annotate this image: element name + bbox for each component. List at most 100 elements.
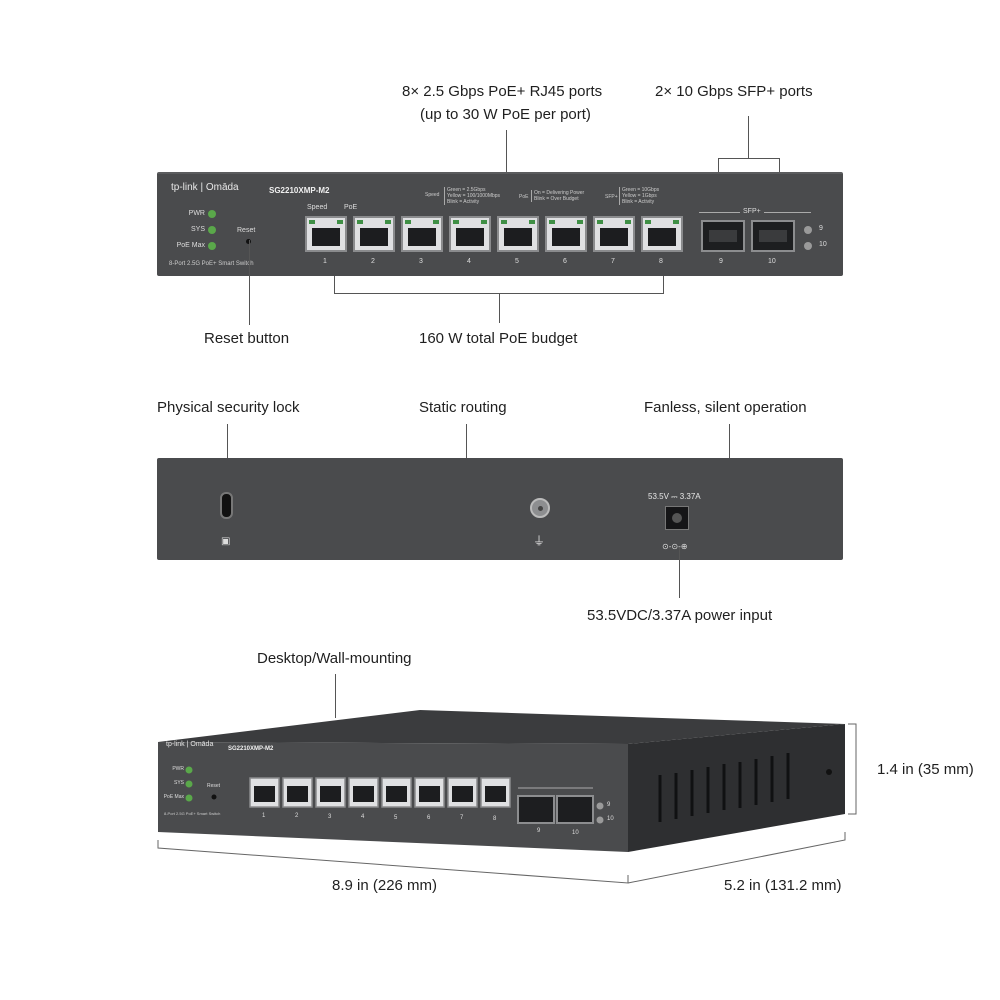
rj45-pointer-line xyxy=(506,130,507,172)
sfp-bracket-top xyxy=(718,158,780,159)
rj45-port-row xyxy=(305,216,691,254)
budget-bracket-right xyxy=(663,276,664,294)
rj45-port-number: 5 xyxy=(515,258,519,265)
poe-max-3d-label: PoE Max xyxy=(163,794,184,800)
fanless-pointer-line xyxy=(729,424,730,458)
rj45-3d-port-number: 1 xyxy=(262,813,266,819)
pwr-3d-label: PWR xyxy=(172,766,184,772)
legend-sfp-line-2: Yellow = 1Gbps xyxy=(622,193,657,199)
sfp-number-10: 10 xyxy=(768,258,776,265)
power-jack[interactable] xyxy=(665,506,689,530)
legend-speed-tag: Speed xyxy=(425,192,440,198)
rj45-port-5[interactable] xyxy=(497,216,539,252)
sfp-led-label-9: 9 xyxy=(819,225,823,232)
rj45-port-number: 3 xyxy=(419,258,423,265)
rj45-port-4[interactable] xyxy=(449,216,491,252)
height-label: 1.4 in (35 mm) xyxy=(877,761,974,778)
legend-speed-line-1: Green = 2.5Gbps xyxy=(447,187,486,193)
legend-speed: Green = 2.5Gbps Yellow = 100/1000Mbps Bl… xyxy=(444,187,500,205)
depth-dimension xyxy=(627,832,846,884)
sfp-led-10 xyxy=(804,242,812,250)
sfp-port-10[interactable] xyxy=(751,220,795,252)
sfp-3d-led-9 xyxy=(596,802,604,810)
rj45-3d-jack xyxy=(320,786,341,802)
legend-poe: On = Delivering Power Blink = Over Budge… xyxy=(531,190,584,202)
legend-sfp-tag: SFP+ xyxy=(605,194,618,200)
ground-icon: ⏚ xyxy=(533,534,546,548)
led-label-pwr: PWR xyxy=(188,210,205,217)
routing-pointer-line xyxy=(466,424,467,458)
switch-side-face xyxy=(628,724,845,852)
width-label: 8.9 in (226 mm) xyxy=(332,877,438,894)
rj45-3d-port-number: 8 xyxy=(493,815,497,822)
rj45-port-3[interactable] xyxy=(401,216,443,252)
led-label-poe-max: PoE Max xyxy=(176,242,205,249)
rj45-port-7[interactable] xyxy=(593,216,635,252)
sfp-port-9[interactable] xyxy=(701,220,745,252)
legend-sfp: Green = 10Gbps Yellow = 1Gbps Blink = Ac… xyxy=(619,187,659,205)
mounting-pointer-line xyxy=(335,674,336,718)
lock-icon: ▣ xyxy=(221,536,231,547)
security-lock-slot[interactable] xyxy=(220,492,233,519)
sfp-led-9 xyxy=(804,226,812,234)
power-input-label: 53.5VDC/3.37A power input xyxy=(587,607,773,624)
sfp-number-9: 9 xyxy=(719,258,723,265)
sys-led xyxy=(208,226,216,234)
model-label: SG2210XMP-M2 xyxy=(269,186,330,195)
brand-logo-3d: tp-link | Omāda xyxy=(166,741,214,748)
rj45-3d-jack xyxy=(287,786,308,802)
mounting-label: Desktop/Wall-mounting xyxy=(257,650,412,667)
power-pointer-line xyxy=(679,548,680,598)
sfp-3d-number-9: 9 xyxy=(537,828,541,834)
sys-3d-label: SYS xyxy=(173,780,184,786)
pwr-3d-led xyxy=(185,766,193,774)
rj45-port-1[interactable] xyxy=(305,216,347,252)
fanless-label: Fanless, silent operation xyxy=(644,399,807,416)
dimension-lines xyxy=(157,723,857,884)
rj45-3d-port-number: 7 xyxy=(460,815,464,822)
rj45-port-number: 4 xyxy=(467,258,471,265)
rj45-3d-port-number: 4 xyxy=(361,814,365,821)
legend-sfp-line-3: Blink = Activity xyxy=(622,199,655,205)
poe-max-led xyxy=(208,242,216,250)
sfp-3d-led-label-9: 9 xyxy=(607,802,611,808)
budget-bracket-left xyxy=(334,276,335,294)
rj45-3d-jack xyxy=(353,786,374,802)
switch-subtitle: 8-Port 2.5G PoE+ Smart Switch xyxy=(169,261,254,267)
poe-budget-label: 160 W total PoE budget xyxy=(419,330,578,347)
speed-label: Speed xyxy=(307,204,328,211)
sfp-3d-port-10 xyxy=(556,795,594,824)
rj45-port-6[interactable] xyxy=(545,216,587,252)
rj45-port-2[interactable] xyxy=(353,216,395,252)
ports-3d-group xyxy=(249,777,511,808)
budget-pointer-line xyxy=(499,293,500,323)
brand-logo: tp-link | Omāda xyxy=(171,182,239,193)
switch-front-panel: tp-link | Omāda SG2210XMP-M2 PWR SYS PoE… xyxy=(157,172,843,276)
rj45-3d-jack xyxy=(485,786,506,802)
rj45-port-number: 6 xyxy=(563,258,567,265)
sfp-heading: SFP+ xyxy=(740,208,764,215)
depth-label: 5.2 in (131.2 mm) xyxy=(724,877,842,894)
sfp-3d-led-label-10: 10 xyxy=(607,816,614,822)
rj45-ports-label: 8× 2.5 Gbps PoE+ RJ45 ports xyxy=(402,83,603,100)
sfp-3d-port-9 xyxy=(517,795,555,824)
rj45-3d-jack xyxy=(452,786,473,802)
legend-poe-tag: PoE xyxy=(519,194,529,200)
switch-top-face xyxy=(158,710,845,744)
led-label-sys: SYS xyxy=(190,226,205,233)
legend-poe-line-2: Blink = Over Budget xyxy=(534,196,579,202)
rj45-3d-jack xyxy=(254,786,275,802)
rj45-3d-port-number: 6 xyxy=(427,815,431,821)
side-screw-hole xyxy=(826,769,832,775)
switch-rear-panel: ▣ ⏚ 53.5V ⎓ 3.37A ⊙-⊙-⊕ xyxy=(157,458,843,560)
legend-poe-line-1: On = Delivering Power xyxy=(534,190,585,196)
poe-label: PoE xyxy=(344,204,358,211)
model-label-3d: SG2210XMP-M2 xyxy=(228,746,274,752)
legend-speed-line-2: Yellow = 100/1000Mbps xyxy=(447,193,501,199)
rj45-port-8[interactable] xyxy=(641,216,683,252)
reset-button[interactable] xyxy=(246,239,251,244)
rj45-3d-jack xyxy=(386,786,407,802)
rj45-3d-port-number: 2 xyxy=(295,813,299,820)
